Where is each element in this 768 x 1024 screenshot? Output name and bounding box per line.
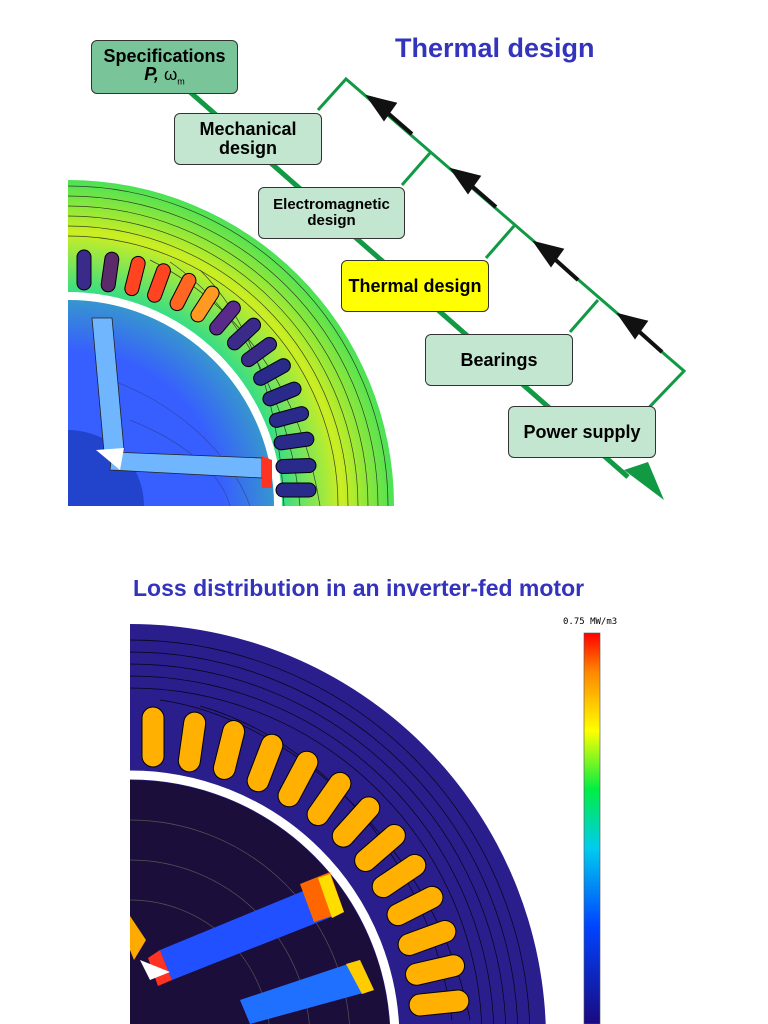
power-supply-box: Power supply: [508, 406, 656, 458]
power-symbol: P,: [144, 64, 159, 85]
loss-distribution-title: Loss distribution in an inverter-fed mot…: [133, 575, 585, 601]
thermal-design-label: Thermal design: [348, 275, 482, 296]
specifications-label: Specifications: [103, 45, 226, 66]
mechanical-design-box: Mechanical design: [174, 113, 322, 165]
electromagnetic-design-box: Electromagnetic design: [258, 187, 405, 239]
scale-max-label: 0.75 MW/m3: [563, 617, 618, 627]
loss-colour-scale: [583, 632, 601, 1024]
specifications-box: Specifications P, ωm: [91, 40, 238, 94]
bearings-label: Bearings: [460, 349, 538, 370]
omega-symbol: ω: [163, 65, 178, 85]
rotor-magnets: [91, 317, 263, 479]
flow-arrowhead: [624, 462, 664, 500]
power-supply-label: Power supply: [523, 421, 641, 442]
winding-slots: [141, 706, 470, 1017]
feedback-arrows: [365, 94, 664, 354]
stator-slots: [76, 249, 317, 498]
thermal-design-title: Thermal design: [395, 33, 595, 63]
mechanical-design-line2: design: [218, 138, 277, 158]
electromagnetic-design-line1: Electromagnetic: [273, 196, 390, 214]
specifications-symbols: P, ωm: [144, 65, 184, 87]
omega-subscript: m: [177, 77, 185, 88]
motor-field-plot: [68, 180, 394, 507]
loss-distribution-plot: [130, 616, 570, 1024]
thermal-design-box: Thermal design: [341, 260, 489, 312]
bearings-box: Bearings: [425, 334, 573, 386]
electromagnetic-design-line2: design: [307, 212, 356, 229]
mechanical-design-line1: Mechanical: [199, 119, 297, 140]
